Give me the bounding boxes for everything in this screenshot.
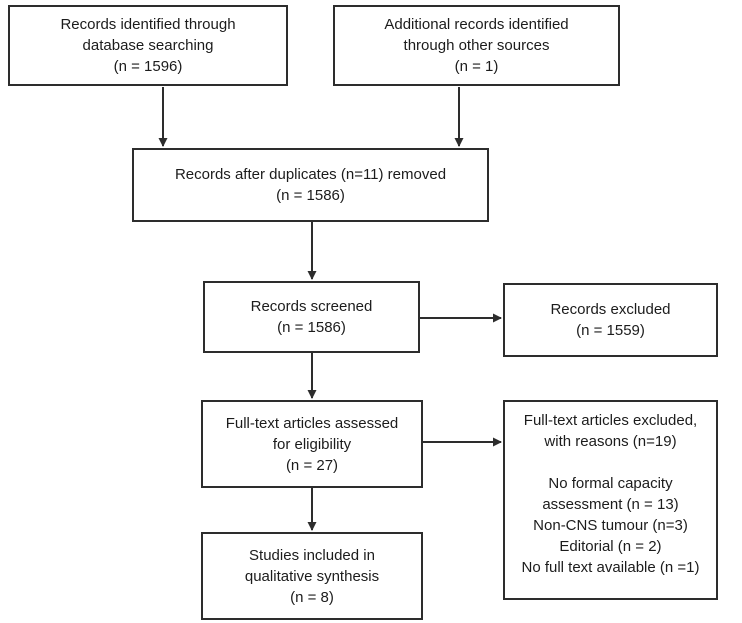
box-text-line: Records identified through xyxy=(60,16,236,33)
box-records-identified: Records identified through database sear… xyxy=(8,5,288,86)
box-text-line: Full-text articles assessed xyxy=(225,414,399,432)
box-studies-included: Studies included in qualitative synthesi… xyxy=(201,532,423,620)
box-text-line: with reasons (n=19) xyxy=(544,433,677,450)
box-records-screened: Records screened (n = 1586) xyxy=(203,281,420,353)
box-text-line: Studies included in xyxy=(249,546,375,564)
box-text-line: No formal capacity xyxy=(548,475,673,492)
box-text-line: (n = 1586) xyxy=(277,319,346,336)
box-text-line: through other sources xyxy=(403,37,550,54)
box-records-after-duplicates: Records after duplicates (n=11) removed … xyxy=(132,148,489,222)
box-text-line: Full-text articles excluded, xyxy=(523,412,698,429)
box-text-line: assessment (n = 13) xyxy=(542,496,679,513)
box-additional-records: Additional records identified through ot… xyxy=(333,5,620,86)
box-records-excluded: Records excluded (n = 1559) xyxy=(503,283,718,357)
box-text-line: Records excluded xyxy=(550,301,671,318)
box-text-line: Additional records identified xyxy=(384,16,569,33)
box-text-line: Records screened xyxy=(250,298,373,315)
box-text-line: (n = 8) xyxy=(290,588,334,606)
box-text-line: for eligibility xyxy=(272,435,352,453)
box-fulltext-assessed: Full-text articles assessed for eligibil… xyxy=(201,400,423,488)
box-text-line: Non-CNS tumour (n=3) xyxy=(533,517,688,534)
box-text-line: qualitative synthesis xyxy=(244,567,380,585)
box-text-line: database searching xyxy=(82,37,214,54)
box-fulltext-excluded: Full-text articles excluded, with reason… xyxy=(503,400,718,600)
box-text-line: (n = 27) xyxy=(285,456,339,474)
box-text-line: Editorial (n = 2) xyxy=(559,538,662,555)
box-text-line: Records after duplicates (n=11) removed xyxy=(174,166,447,183)
box-text-line: (n = 1596) xyxy=(113,58,183,75)
box-text-line: (n = 1586) xyxy=(276,187,345,204)
box-text-line: No full text available (n =1) xyxy=(521,559,700,576)
box-text-line: (n = 1559) xyxy=(576,322,645,339)
box-text-line: (n = 1) xyxy=(454,58,499,75)
